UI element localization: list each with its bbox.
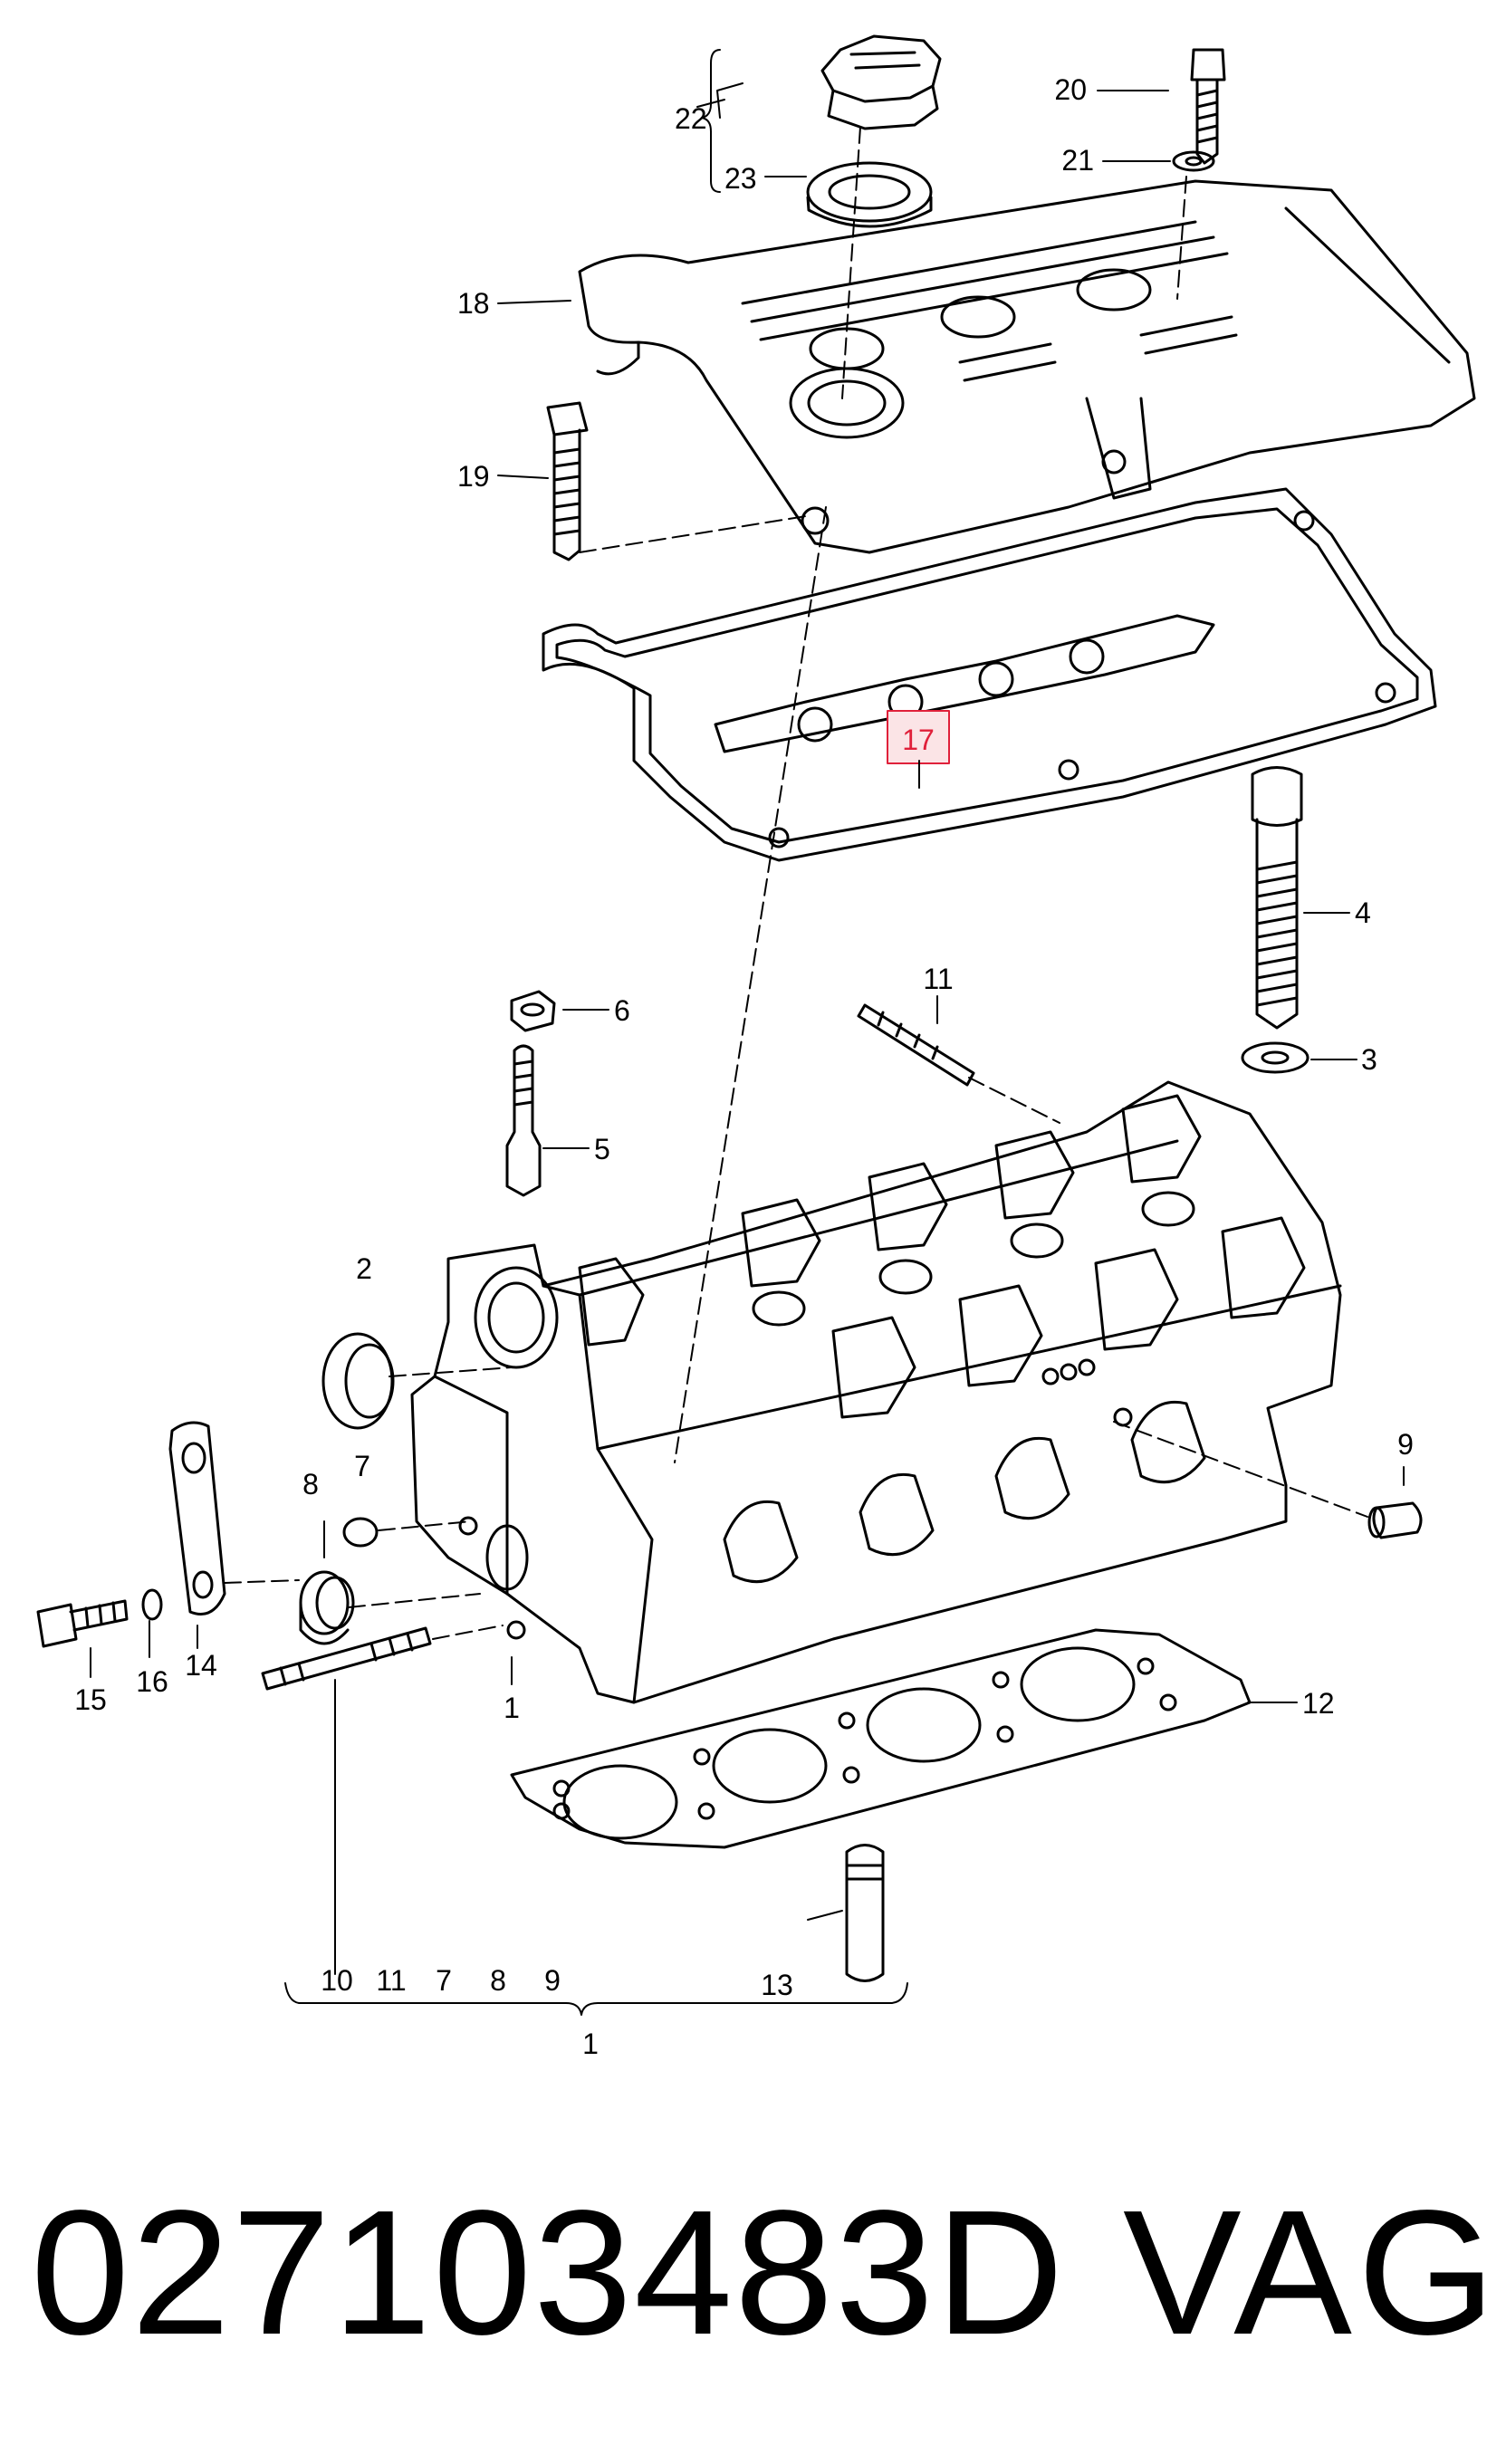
callout-15: 15 — [74, 1683, 107, 1716]
callout-labels: 22 23 20 21 18 19 17 4 3 6 5 11 2 9 7 8 … — [74, 73, 1414, 2060]
callout-21: 21 — [1061, 144, 1094, 177]
callout-20: 20 — [1054, 73, 1087, 106]
callout-2: 2 — [356, 1252, 372, 1285]
bottom-callout-1: 1 — [582, 2028, 599, 2060]
callout-16: 16 — [136, 1665, 168, 1698]
filler-cap-seal — [806, 161, 933, 228]
callout-1: 1 — [504, 1692, 520, 1724]
stud-10 — [261, 1626, 432, 1691]
bottom-callout-11: 11 — [376, 1964, 406, 1997]
callout-4: 4 — [1355, 896, 1371, 929]
cylinder-head — [410, 1080, 1342, 1704]
bracket-14 — [168, 1421, 226, 1616]
stud-5 — [505, 1044, 542, 1197]
bottom-callout-9: 9 — [544, 1964, 561, 1997]
callout-23: 23 — [724, 162, 757, 195]
callout-18: 18 — [457, 287, 490, 320]
part-number: 027103483D — [31, 2173, 1066, 2372]
stud-19 — [546, 401, 589, 561]
part-caption: 027103483D VAG — [0, 2137, 1487, 2409]
plug-7 — [342, 1517, 379, 1548]
callout-14: 14 — [185, 1649, 217, 1682]
bottom-callout-8: 8 — [490, 1964, 506, 1997]
leader-lines — [90, 82, 1405, 1975]
callout-brackets — [284, 49, 908, 2016]
assembly-axes — [224, 126, 1368, 1640]
callout-17: 17 — [902, 724, 935, 756]
valve-guide-13 — [845, 1844, 885, 1982]
cylinder-head-cover — [578, 179, 1476, 554]
bolt-4 — [1251, 766, 1303, 1030]
washer-16 — [141, 1588, 163, 1621]
bolt-20 — [1190, 48, 1226, 165]
oil-seal-2 — [321, 1332, 395, 1430]
washer-21 — [1172, 150, 1215, 172]
oil-filler-cap — [820, 34, 942, 130]
bottom-callout-10: 10 — [321, 1964, 353, 1997]
callout-9: 9 — [1397, 1428, 1414, 1461]
callout-7: 7 — [354, 1450, 370, 1482]
callout-22: 22 — [675, 102, 707, 135]
callout-5: 5 — [594, 1133, 610, 1165]
sender-9 — [1367, 1501, 1423, 1539]
brand-name: VAG — [1123, 2173, 1487, 2372]
callout-12: 12 — [1302, 1687, 1335, 1720]
seal-8 — [299, 1570, 355, 1645]
stud-11 — [857, 1003, 975, 1087]
cover-gasket — [542, 487, 1437, 862]
callout-13: 13 — [761, 1969, 793, 2001]
callout-19: 19 — [457, 460, 490, 493]
bolt-15 — [36, 1599, 129, 1648]
nut-6 — [510, 990, 556, 1032]
bottom-callout-7: 7 — [436, 1964, 452, 1997]
callout-11: 11 — [923, 963, 953, 995]
head-gasket — [510, 1628, 1252, 1849]
callout-8: 8 — [302, 1468, 319, 1500]
callout-3: 3 — [1361, 1043, 1377, 1076]
callout-6: 6 — [614, 994, 630, 1027]
washer-3 — [1241, 1041, 1310, 1074]
